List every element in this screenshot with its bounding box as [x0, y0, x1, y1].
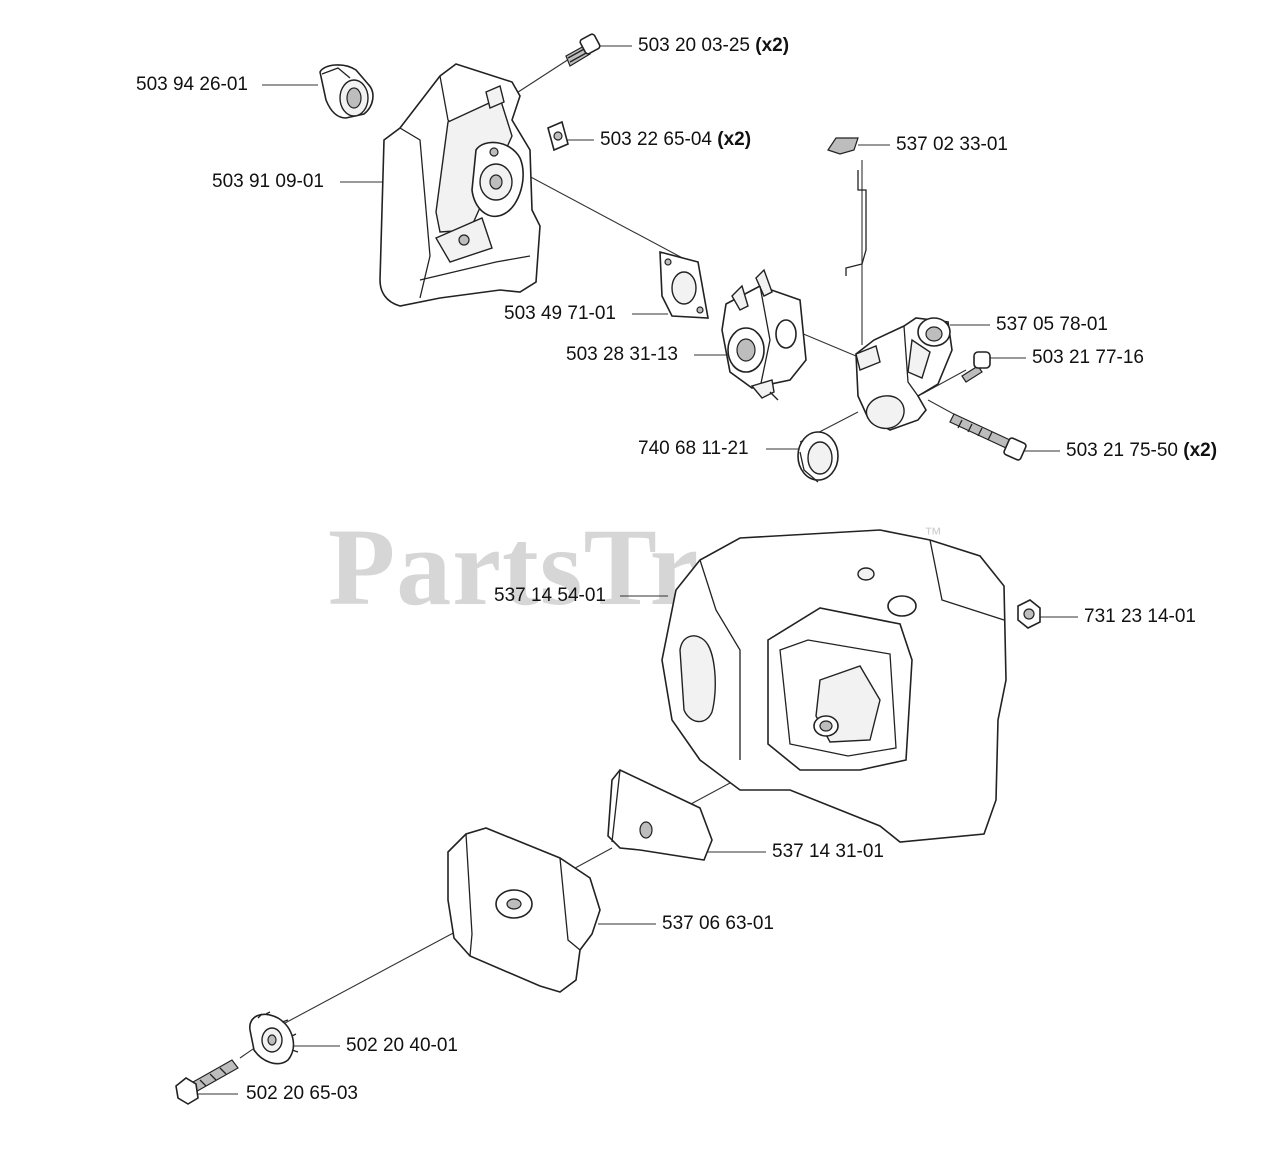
part-nut [1017, 599, 1041, 629]
part-label-p9: 503 28 31-13 [566, 344, 678, 365]
part-label-p6: 537 05 78-01 [996, 314, 1108, 335]
part-sleeve [319, 64, 374, 119]
part-label-p10: 740 68 11-21 [638, 438, 749, 459]
part-bolt-bottom [175, 1059, 239, 1105]
part-gasket [659, 250, 709, 319]
part-carb-housing [379, 63, 541, 307]
part-label-p17: 502 20 65-03 [246, 1083, 358, 1104]
part-bolt-small [961, 351, 991, 383]
part-bolt-long [949, 413, 1027, 461]
part-filter-element [607, 769, 713, 861]
part-sealing-ring [797, 431, 839, 483]
part-label-p7: 503 49 71-01 [504, 303, 616, 324]
part-label-p5: 537 02 33-01 [896, 134, 1008, 155]
part-label-p3: 503 22 65-04 (x2) [600, 129, 752, 150]
part-label-p14: 537 14 31-01 [772, 841, 884, 862]
part-intake-elbow [855, 317, 953, 431]
part-label-p16: 502 20 40-01 [346, 1035, 458, 1056]
part-label-p8: 503 21 77-16 [1032, 347, 1144, 368]
part-choke-lever [827, 137, 867, 276]
part-label-p2: 503 20 03-25 (x2) [638, 35, 790, 56]
part-label-p1: 503 94 26-01 [136, 74, 248, 95]
part-filter-cover [447, 827, 601, 993]
part-screw-top [565, 33, 601, 67]
part-washer-plate [547, 120, 569, 152]
part-carburetor [721, 268, 807, 401]
part-filter-housing [661, 529, 1007, 843]
part-knob [249, 1011, 299, 1065]
part-label-p15: 537 06 63-01 [662, 913, 774, 934]
part-label-p13: 731 23 14-01 [1084, 606, 1196, 627]
part-label-p12: 537 14 54-01 [494, 585, 606, 606]
part-label-p11: 503 21 75-50 (x2) [1066, 440, 1218, 461]
part-label-p4: 503 91 09-01 [212, 171, 324, 192]
